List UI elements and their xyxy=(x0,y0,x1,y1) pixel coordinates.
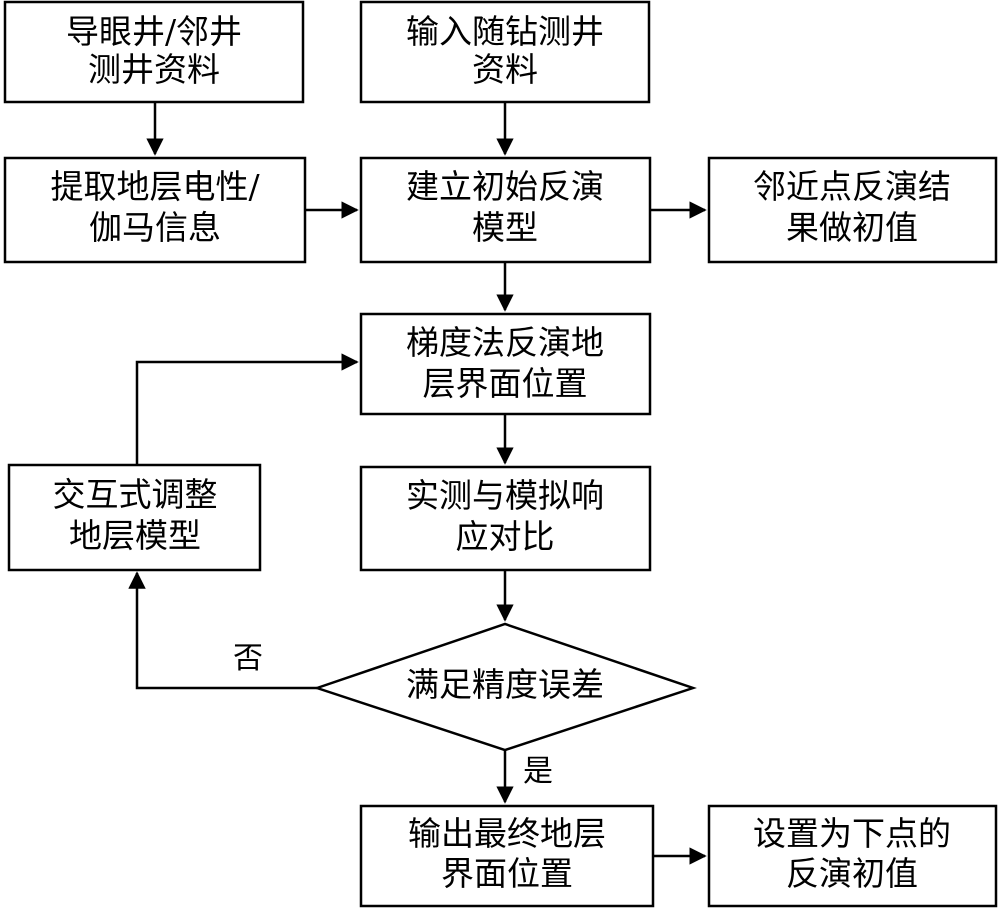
node-initial-model-line2: 模型 xyxy=(472,208,538,247)
node-interactive-adjust-line1: 交互式调整 xyxy=(53,475,218,514)
node-extract-line2: 伽马信息 xyxy=(89,208,221,247)
node-set-next-line2: 反演初值 xyxy=(786,854,918,893)
node-output-line2: 界面位置 xyxy=(441,854,573,893)
node-interactive-adjust: 交互式调整 地层模型 xyxy=(7,463,262,572)
node-set-next-line1: 设置为下点的 xyxy=(753,814,951,853)
node-extract-line1: 提取地层电性/ xyxy=(50,167,260,206)
label-yes: 是 xyxy=(523,754,553,789)
node-compare-line2: 应对比 xyxy=(456,517,555,556)
node-lwd-input-line2: 资料 xyxy=(472,50,538,89)
edges xyxy=(128,102,707,865)
node-decision-text: 满足精度误差 xyxy=(406,665,604,704)
node-initial-model: 建立初始反演 模型 xyxy=(359,156,652,264)
edge-decision-no-to-adjust xyxy=(128,571,317,690)
node-neighbor-init-line1: 邻近点反演结 xyxy=(753,167,951,206)
node-extract: 提取地层电性/ 伽马信息 xyxy=(3,156,307,264)
node-initial-model-line1: 建立初始反演 xyxy=(406,167,604,206)
node-interactive-adjust-line2: 地层模型 xyxy=(69,516,201,555)
node-guide-well: 导眼井/邻井 测井资料 xyxy=(3,0,305,104)
node-gradient-inversion-line2: 层界面位置 xyxy=(423,364,588,403)
node-set-next: 设置为下点的 反演初值 xyxy=(707,804,998,908)
node-compare-line1: 实测与模拟响 xyxy=(406,476,604,515)
node-guide-well-line1: 导眼井/邻井 xyxy=(66,12,242,51)
label-no: 否 xyxy=(233,641,263,676)
node-neighbor-init-line2: 果做初值 xyxy=(786,208,918,247)
node-gradient-inversion: 梯度法反演地 层界面位置 xyxy=(359,312,652,416)
node-lwd-input: 输入随钻测井 资料 xyxy=(359,0,651,104)
node-decision: 满足精度误差 xyxy=(313,622,697,752)
node-gradient-inversion-line1: 梯度法反演地 xyxy=(406,323,604,362)
node-output: 输出最终地层 界面位置 xyxy=(359,804,655,908)
node-compare: 实测与模拟响 应对比 xyxy=(359,465,652,572)
node-guide-well-line2: 测井资料 xyxy=(88,50,220,89)
node-output-line1: 输出最终地层 xyxy=(408,814,606,853)
edge-adjust-to-gradient xyxy=(135,353,359,465)
node-neighbor-init: 邻近点反演结 果做初值 xyxy=(707,156,998,264)
node-lwd-input-line1: 输入随钻测井 xyxy=(406,12,604,51)
